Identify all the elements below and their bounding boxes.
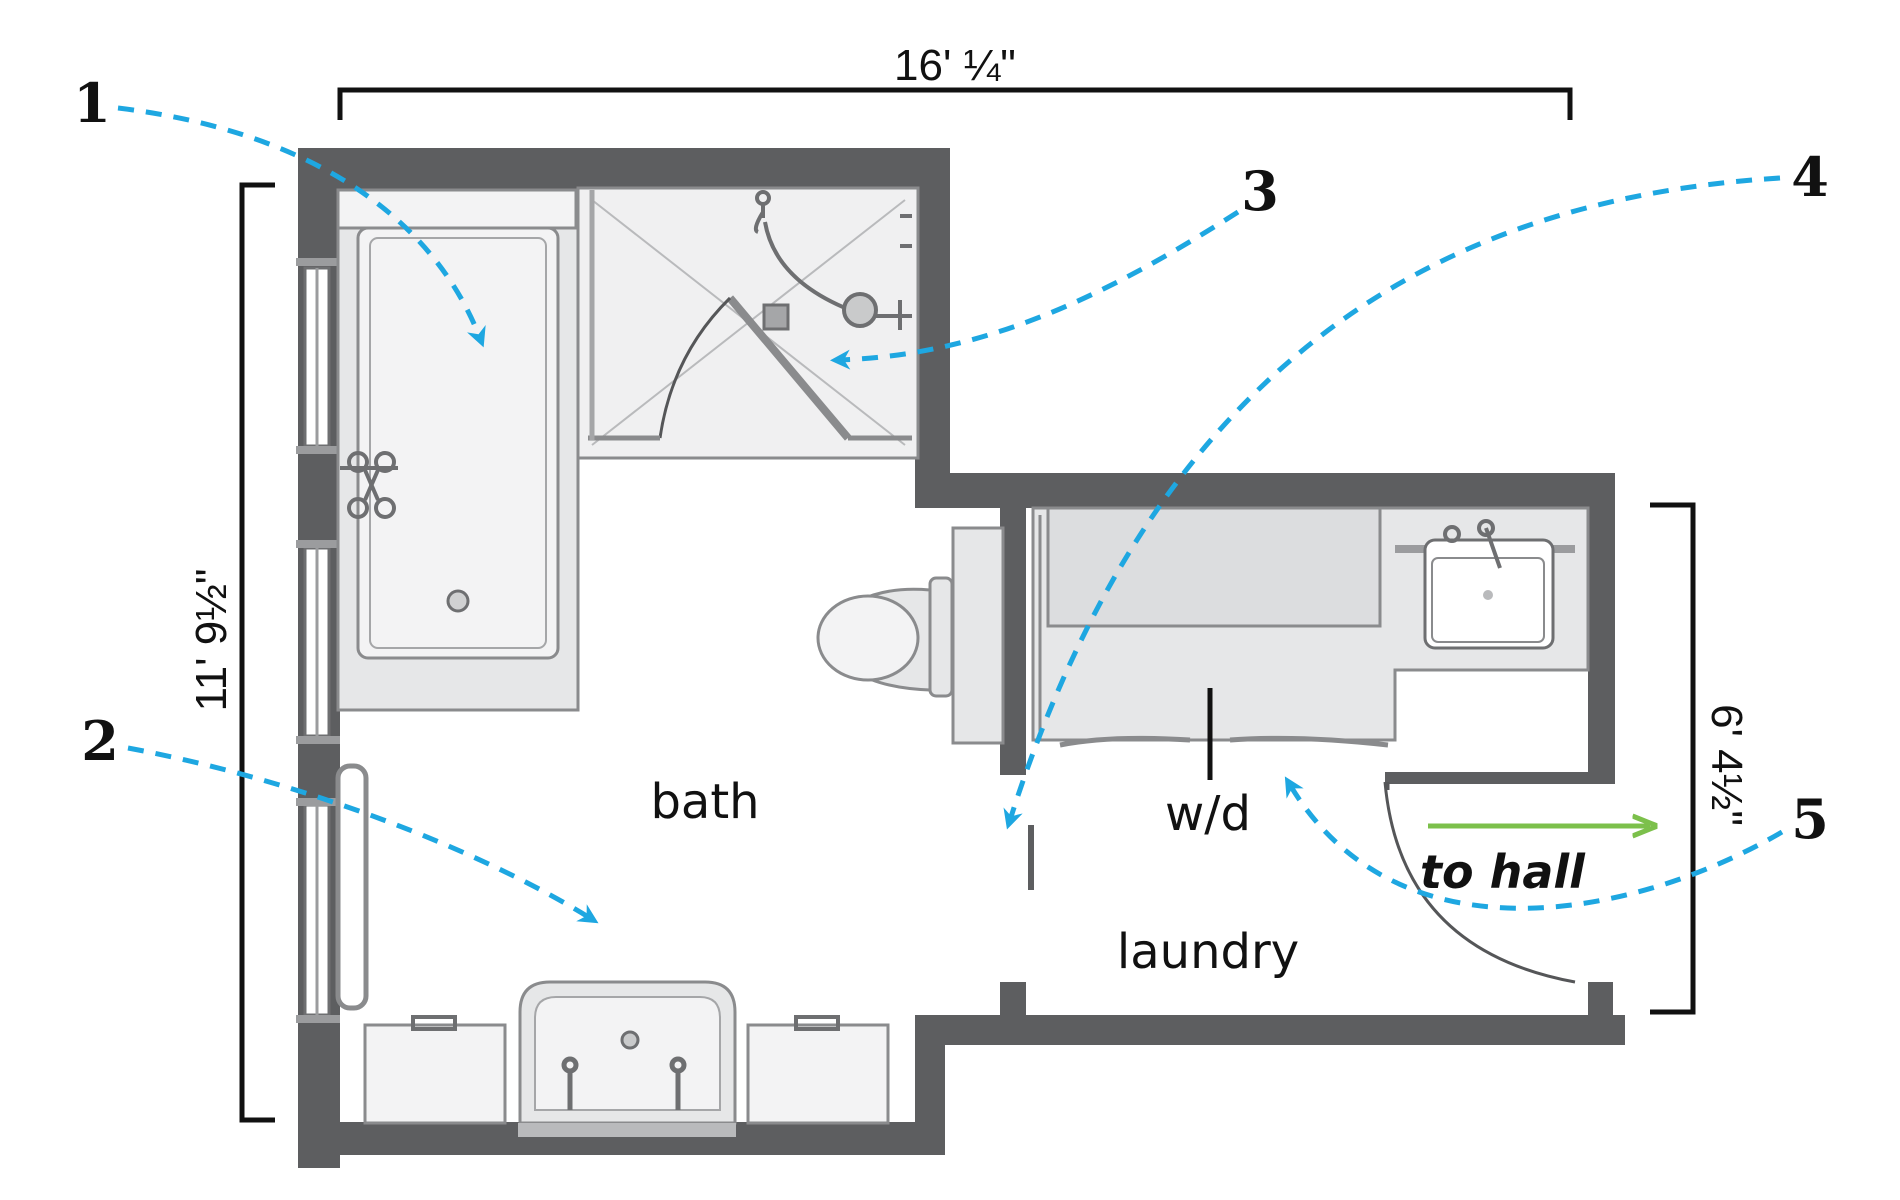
dimension-right-label: 6' 4½" [1702,704,1751,826]
dimension-left-label: 11' 9½" [187,568,236,711]
window-sills [296,258,340,1023]
to-hall-label: to hall [1420,845,1586,899]
dimension-top: 16' ¼" [337,41,1573,120]
callout-number-1: 1 [73,71,111,135]
vanity-faucet-icon [561,1056,687,1110]
laundry-counter [1031,506,1590,780]
dimension-top-label: 16' ¼" [894,41,1016,90]
callout-number-4: 4 [1791,145,1829,209]
dimension-right: 6' 4½" [1650,502,1751,1015]
tub-drain-icon [446,589,470,613]
grab-bar [335,763,369,1011]
hall-door [1383,781,1576,984]
callout-arrow-3 [830,209,1240,370]
bath-label: bath [650,774,759,830]
callout-arrow-1 [117,105,486,348]
tub-faucet-icon [340,451,398,519]
callout-number-2: 2 [81,709,119,773]
callout-number-3: 3 [1241,159,1279,223]
shower [576,186,920,460]
laundry-label: laundry [1117,924,1299,980]
showerhead-icon [753,190,912,330]
callout-arrows [117,105,1784,924]
utility-sink-faucet-icon [1443,519,1502,569]
callout-arrow-4 [1003,175,1781,830]
toilet [816,526,1005,745]
dimension-left: 11' 9½" [187,182,275,1123]
callout-arrow-2 [127,745,599,924]
shower-drain-icon [762,303,790,331]
vanity [363,980,890,1137]
bathtub [336,188,580,712]
washer-dryer-label: w/d [1165,786,1251,842]
callout-number-5: 5 [1791,787,1829,851]
